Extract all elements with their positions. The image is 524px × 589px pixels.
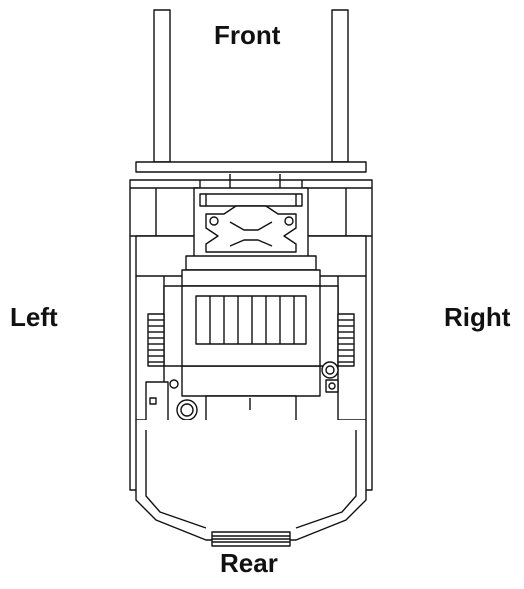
grille (196, 296, 306, 344)
left-label: Left (10, 302, 58, 332)
right-label: Right (444, 302, 511, 332)
left-vent (148, 314, 164, 366)
front-label: Front (214, 20, 281, 50)
right-vent (338, 314, 354, 366)
right-controls (322, 362, 338, 392)
mast-top (194, 174, 308, 262)
forks (136, 10, 366, 172)
counterweight (136, 420, 366, 546)
rear-label: Rear (220, 548, 278, 578)
